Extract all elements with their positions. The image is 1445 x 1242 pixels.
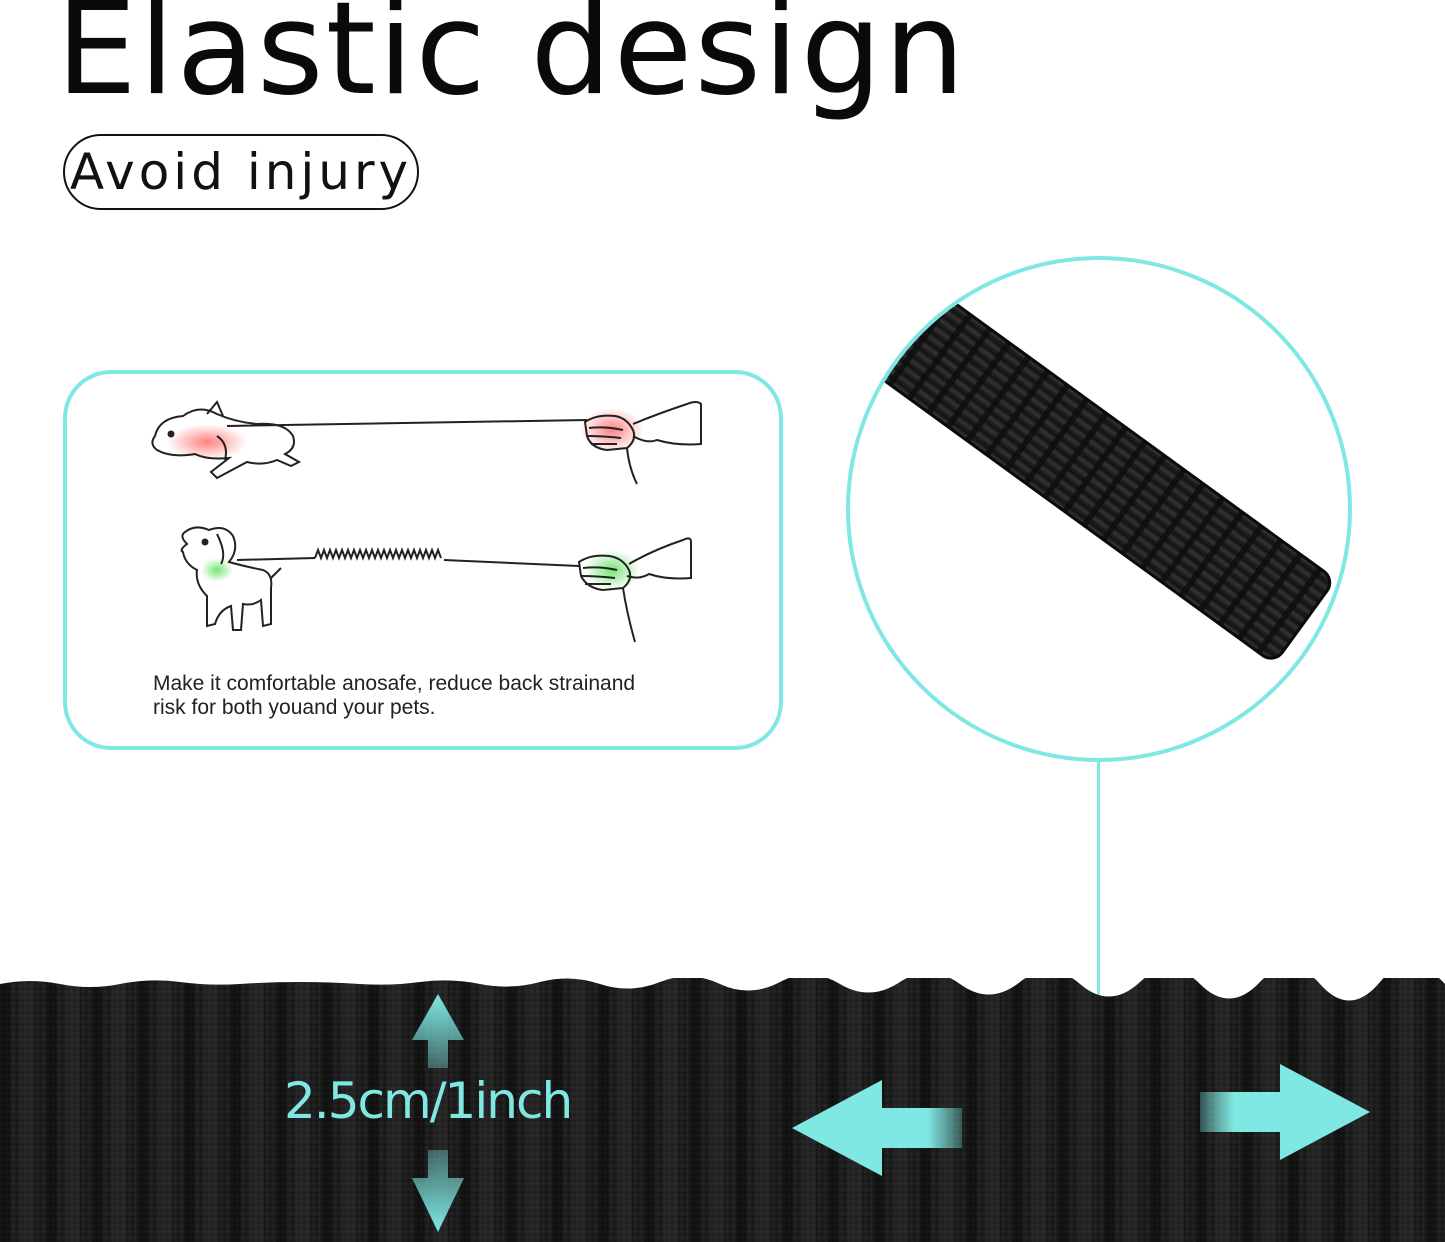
strap-width-label: 2.5cm/1inch [284, 1072, 573, 1130]
woven-strap-closeup [857, 277, 1332, 660]
height-arrow-up-icon [412, 994, 464, 1068]
illustration-card: Make it comfortable anosafe, reduce back… [63, 370, 783, 750]
caption-text: Make it comfortable anosafe, reduce back… [153, 672, 733, 720]
avoid-injury-badge: Avoid injury [63, 134, 419, 210]
caption-line-1: Make it comfortable anosafe, reduce back… [153, 672, 636, 695]
stretch-arrow-left-icon [792, 1080, 962, 1176]
height-arrow-down-icon [412, 1150, 464, 1232]
relaxed-dog-scene [180, 526, 692, 643]
caption-line-2: risk for both youand your pets. [153, 696, 436, 719]
dog-leash-illustration [151, 400, 702, 643]
stretch-arrow-right-icon [1200, 1064, 1370, 1160]
page-title: Elastic design [56, 0, 967, 124]
elastic-strap [0, 978, 1445, 1242]
connector-line [1097, 760, 1100, 1140]
zoom-detail-circle [846, 256, 1352, 762]
arrow-overlay [412, 994, 1370, 1232]
pulling-dog-scene [151, 400, 702, 485]
